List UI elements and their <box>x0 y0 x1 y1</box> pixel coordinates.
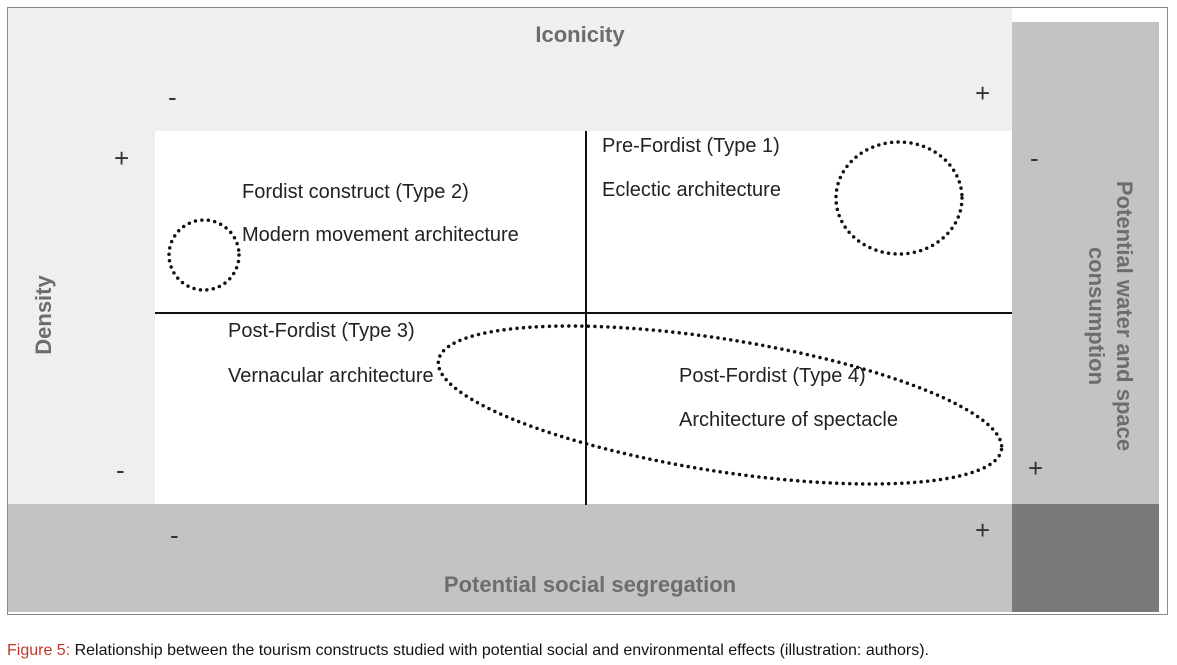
q4-subtitle: Architecture of spectacle <box>679 409 898 431</box>
segregation-plus: + <box>975 515 991 545</box>
density-minus: - <box>116 455 125 485</box>
axis-title-right-line2: consumption <box>1084 246 1109 386</box>
q1-title: Pre-Fordist (Type 1) <box>602 135 780 157</box>
axis-title-social-segregation: Potential social segregation <box>443 572 737 597</box>
iconicity-plus: + <box>975 78 991 108</box>
segregation-band <box>8 504 1012 612</box>
caption-text: Relationship between the tourism constru… <box>70 642 929 659</box>
q3-title: Post-Fordist (Type 3) <box>228 320 415 342</box>
consumption-plus: + <box>1028 453 1044 483</box>
density-plus: + <box>114 143 130 173</box>
vertical-axis-line <box>585 131 587 505</box>
axis-title-iconicity: Iconicity <box>535 22 625 47</box>
iconicity-minus: - <box>168 82 177 112</box>
q3-subtitle: Vernacular architecture <box>228 365 434 387</box>
consumption-minus: - <box>1030 143 1039 173</box>
horizontal-axis-line <box>155 312 1012 314</box>
axis-title-water-space-consumption: Potential water and space consumption <box>1082 181 1138 451</box>
corner-block <box>1012 504 1159 612</box>
axis-title-right-line1: Potential water and space <box>1112 180 1137 452</box>
figure-caption: Figure 5: Relationship between the touri… <box>7 642 929 660</box>
consumption-band <box>1012 22 1159 504</box>
q2-subtitle: Modern movement architecture <box>242 224 519 246</box>
axis-title-density: Density <box>31 275 56 355</box>
q4-title: Post-Fordist (Type 4) <box>679 365 866 387</box>
segregation-minus: - <box>170 520 179 550</box>
q1-subtitle: Eclectic architecture <box>602 179 781 201</box>
density-band <box>8 131 155 504</box>
iconicity-band <box>8 8 1012 131</box>
figure-label: Figure 5: <box>7 642 71 659</box>
q2-title: Fordist construct (Type 2) <box>242 181 469 203</box>
